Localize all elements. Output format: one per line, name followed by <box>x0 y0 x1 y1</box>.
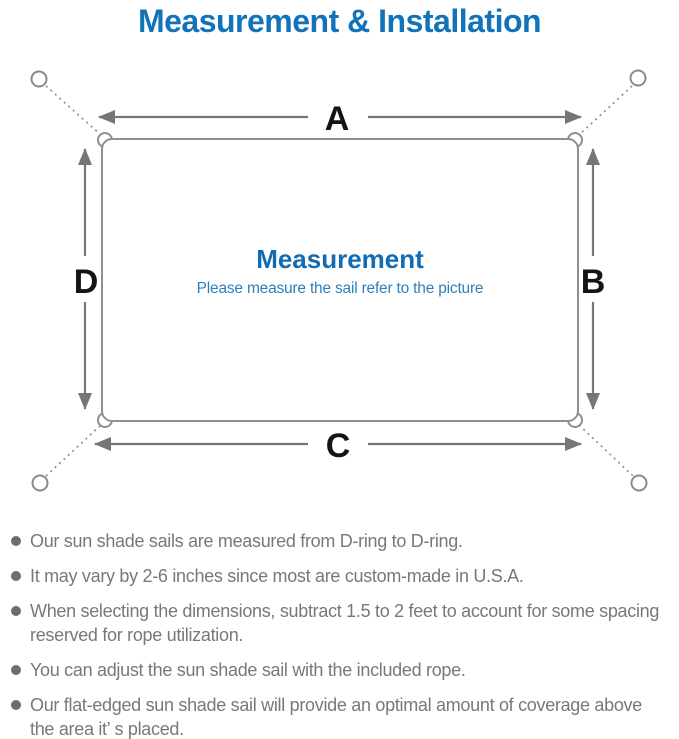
anchor-point-top-right <box>629 69 647 87</box>
tie-rope-top-right <box>578 85 633 136</box>
note-text: You can adjust the sun shade sail with t… <box>30 660 466 680</box>
dimension-label-a: A <box>325 100 350 138</box>
note-item: You can adjust the sun shade sail with t… <box>0 658 679 682</box>
anchor-point-bottom-right <box>630 474 648 492</box>
note-item: Our sun shade sails are measured from D-… <box>0 529 679 553</box>
note-text: Our flat-edged sun shade sail will provi… <box>30 695 642 739</box>
tie-rope-bottom-left <box>45 424 102 477</box>
dimension-label-b: B <box>581 263 606 301</box>
measurement-notes-list: Our sun shade sails are measured from D-… <box>0 529 679 739</box>
tie-rope-top-left <box>45 85 102 136</box>
bullet-icon <box>11 606 21 616</box>
page-title: Measurement & Installation <box>137 3 542 39</box>
anchor-point-bottom-left <box>31 474 49 492</box>
note-text: Our sun shade sails are measured from D-… <box>30 531 463 551</box>
bullet-icon <box>11 536 21 546</box>
measurement-diagram: A B C D Measurement Please measure the s… <box>30 69 648 492</box>
dimension-label-c: C <box>326 427 351 465</box>
sail-outline <box>101 138 579 422</box>
diagram-subheading: Please measure the sail refer to the pic… <box>197 280 484 297</box>
dimension-label-d: D <box>74 263 99 301</box>
note-item: Our flat-edged sun shade sail will provi… <box>0 693 679 739</box>
bullet-icon <box>11 700 21 710</box>
tie-rope-bottom-right <box>578 424 634 477</box>
diagram-heading: Measurement <box>256 244 424 274</box>
bullet-icon <box>11 665 21 675</box>
anchor-point-top-left <box>30 70 48 88</box>
note-text: It may vary by 2-6 inches since most are… <box>30 566 524 586</box>
note-item: When selecting the dimensions, subtract … <box>0 599 679 647</box>
bullet-icon <box>11 571 21 581</box>
note-item: It may vary by 2-6 inches since most are… <box>0 564 679 588</box>
note-text: When selecting the dimensions, subtract … <box>30 601 660 645</box>
